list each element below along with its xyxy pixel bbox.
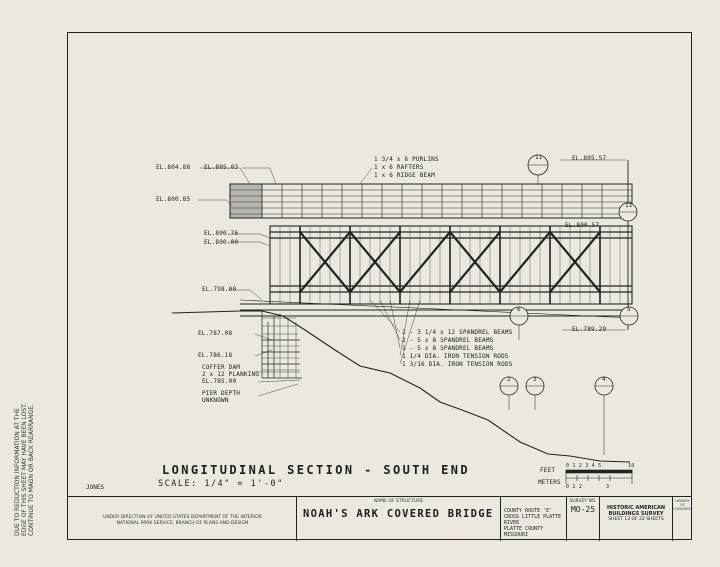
roof-note-rafters: 1 x 6 RAFTERS	[374, 164, 424, 171]
elevation-label: EL.800.00	[204, 239, 239, 246]
abutment-stone	[261, 311, 302, 379]
detail-marker-number: 11	[535, 154, 543, 161]
elevation-label: EL.798.00	[202, 286, 237, 293]
spandrel-note: 1 - 5 x 8 SPANDREL BEAMS	[402, 345, 494, 352]
elevation-label: EL.786.18	[198, 352, 233, 359]
pier-depth-note: PIER DEPTH	[202, 390, 241, 397]
sheet-border	[67, 32, 692, 540]
pier-unknown-note: UNKNOWN	[202, 397, 229, 404]
scale-meters-ticks: 0 1 2	[566, 484, 583, 490]
detail-marker-number: 2	[507, 376, 511, 383]
truss-posts	[299, 226, 601, 304]
sheet-number: SHEET 13 OF 22 SHEETS	[608, 517, 664, 522]
deck-slope	[239, 299, 633, 319]
survey-number: MO-25	[570, 505, 596, 514]
roof-note-purlins: 1 3/4 x 6 PURLINS	[374, 156, 439, 163]
scale-meters-end: 3	[606, 484, 610, 490]
title-block: UNDER DIRECTION OF UNITED STATES DEPARTM…	[67, 496, 693, 541]
ground-line	[171, 310, 631, 463]
roof-overhang-hatch	[229, 183, 263, 219]
roof-rafters	[261, 184, 603, 218]
detail-marker-number: 3	[533, 376, 537, 383]
planking-note: 2 x 12 PLANKING	[202, 371, 260, 378]
elevation-label: EL.805.03	[204, 164, 239, 171]
scale-feet-label: FEET	[540, 467, 556, 474]
title-block-survey: SURVEY NO. MO-25	[567, 497, 600, 541]
elevation-label: EL.800.76	[204, 230, 239, 237]
elevation-label: EL.805.57	[572, 155, 607, 162]
habs-line: HISTORIC AMERICAN	[606, 505, 666, 511]
drawing-scale: SCALE: 1/4" = 1'-0"	[158, 479, 284, 489]
scale-feet-end: 10	[628, 463, 635, 469]
roof-panel	[229, 183, 633, 219]
detail-marker-number: 6	[517, 306, 521, 313]
detail-marker-number: 5	[627, 306, 631, 313]
survey-number-label: SURVEY NO.	[569, 499, 597, 504]
elevation-label: EL.800.85	[156, 196, 191, 203]
agency-line: NATIONAL PARK SERVICE, BRANCH OF PLANS A…	[116, 521, 249, 526]
tension-rod-note: 1 3/16 DIA. IRON TENSION RODS	[402, 361, 513, 368]
elevation-label: EL.789.29	[572, 326, 607, 333]
detail-bubbles	[499, 154, 639, 396]
structure-name-label: NAME OF STRUCTURE	[373, 499, 424, 504]
structure-name: NOAH'S ARK COVERED BRIDGE	[303, 508, 494, 520]
delineator-name: JONES	[86, 484, 105, 491]
title-block-agency: UNDER DIRECTION OF UNITED STATES DEPARTM…	[67, 497, 297, 541]
detail-marker-number: 11	[625, 202, 633, 209]
location-line: COUNTY ROUTE 'E' CROSS LITTLE PLATTE RIV…	[504, 508, 562, 526]
agency-line: UNDER DIRECTION OF UNITED STATES DEPARTM…	[103, 515, 262, 520]
elevation-label: EL.785.00	[202, 378, 237, 385]
deck-beam	[240, 303, 632, 317]
tension-rod-note: 1 1/4 DIA. IRON TENSION RODS	[402, 353, 509, 360]
coffer-dam-note: COFFER DAM	[202, 364, 241, 371]
leader-lines	[198, 159, 626, 397]
scale-meters-label: METERS	[538, 479, 561, 486]
drawing-title: LONGITUDINAL SECTION - SOUTH END	[162, 463, 470, 477]
habs-line: BUILDINGS SURVEY	[608, 511, 664, 517]
title-block-location: COUNTY ROUTE 'E' CROSS LITTLE PLATTE RIV…	[501, 497, 567, 541]
detail-marker-number: 4	[602, 376, 606, 383]
spandrel-note: 2 - 5 x 8 SPANDREL BEAMS	[402, 337, 494, 344]
elevation-label: EL.787.08	[198, 330, 233, 337]
roof-note-ridge: 1 x 6 RIDGE BEAM	[374, 172, 435, 179]
roof-purlins	[230, 189, 632, 215]
title-block-habs: HISTORIC AMERICAN BUILDINGS SURVEY SHEET…	[600, 497, 672, 541]
location-line: PLATTE COUNTY MISSOURI	[504, 526, 544, 538]
scale-bar	[565, 469, 633, 484]
scale-feet-ticks: 0 1 2 3 4 5	[566, 463, 602, 469]
spandrel-note: 2 - 3 1/4 x 12 SPANDREL BEAMS	[402, 329, 513, 336]
title-block-structure: NAME OF STRUCTURE NOAH'S ARK COVERED BRI…	[297, 497, 501, 541]
elevation-label: EL.804.88	[156, 164, 191, 171]
library-stamp: LIBRARY OF CONGRESS	[672, 497, 693, 541]
elevation-label: EL.800.57	[565, 222, 600, 229]
abutment-stone-hatch	[262, 313, 300, 378]
